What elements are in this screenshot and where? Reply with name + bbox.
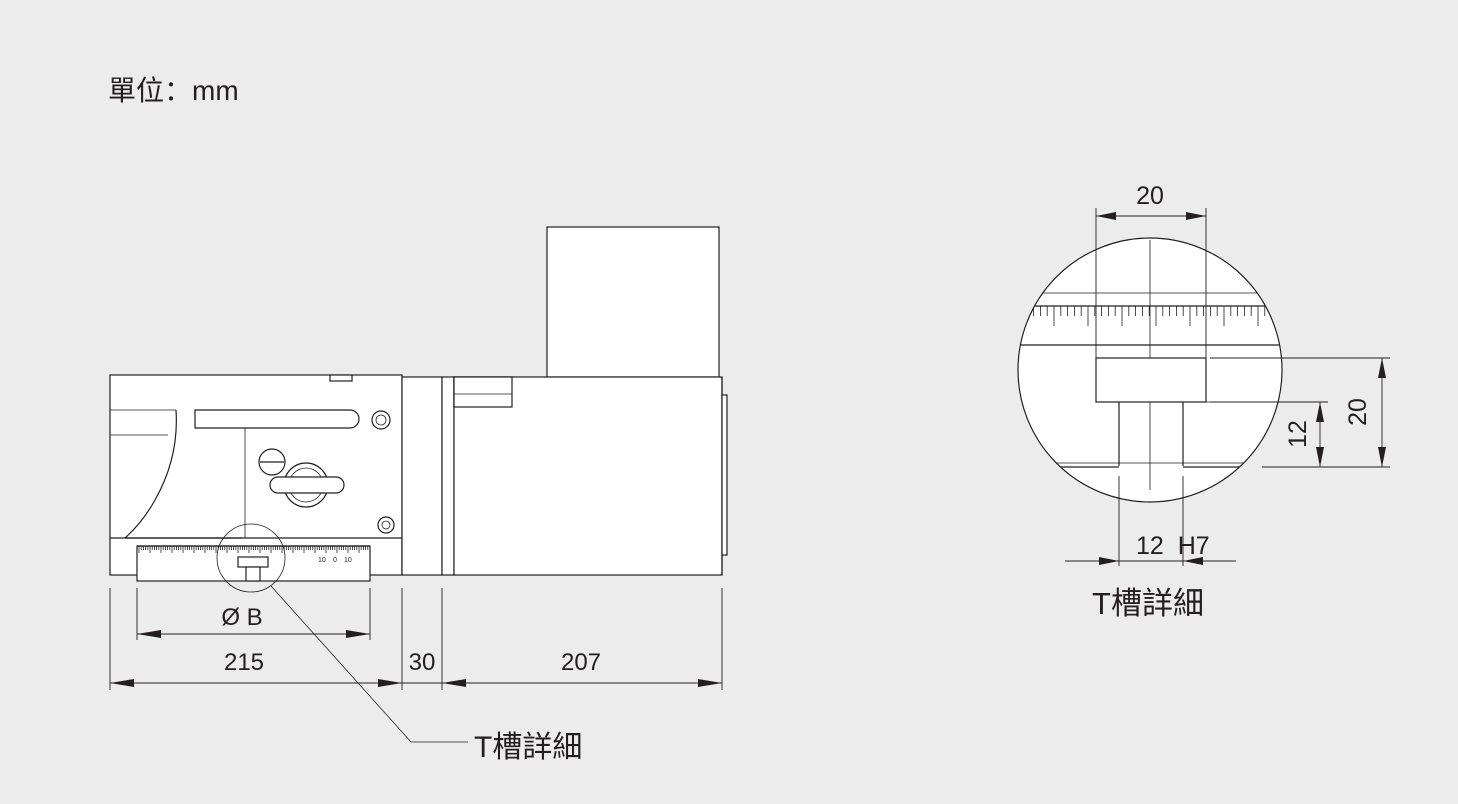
bolt-icon bbox=[371, 410, 391, 430]
callout-circle bbox=[216, 523, 286, 593]
detail-title: T槽詳細 bbox=[1092, 586, 1204, 621]
motor-top-box bbox=[546, 226, 720, 378]
scale-number: 0 bbox=[333, 557, 337, 564]
callout-label: T槽詳細 bbox=[474, 731, 582, 764]
detail-view: 20 12 H7 12 20 T槽詳細 bbox=[1017, 182, 1390, 621]
scale-number: 10 bbox=[344, 557, 352, 564]
dim-bore: Ø B bbox=[221, 604, 262, 631]
scale-number: 10 bbox=[318, 557, 326, 564]
main-dimensions: Ø B 215 30 207 bbox=[109, 588, 723, 690]
dim-head-height: 12 bbox=[1284, 420, 1312, 448]
left-body bbox=[109, 374, 403, 576]
dim-head-width: 20 bbox=[1136, 182, 1164, 210]
main-view: 10 0 10 bbox=[109, 226, 728, 764]
dim-middle: 30 bbox=[409, 649, 436, 676]
dim-overall-right: 207 bbox=[561, 649, 601, 676]
detail-circle bbox=[1017, 237, 1283, 503]
dim-slot-width: 12 H7 bbox=[1136, 532, 1210, 560]
lever-handle bbox=[269, 476, 345, 494]
scale-plate: 10 0 10 bbox=[136, 523, 371, 593]
motor-body bbox=[453, 376, 728, 576]
bolt-icon bbox=[377, 516, 395, 534]
dim-total-depth: 20 bbox=[1344, 398, 1372, 426]
unit-label: 單位：mm bbox=[108, 75, 239, 106]
callout-leader bbox=[270, 585, 468, 743]
dim-overall-left: 215 bbox=[224, 649, 264, 676]
